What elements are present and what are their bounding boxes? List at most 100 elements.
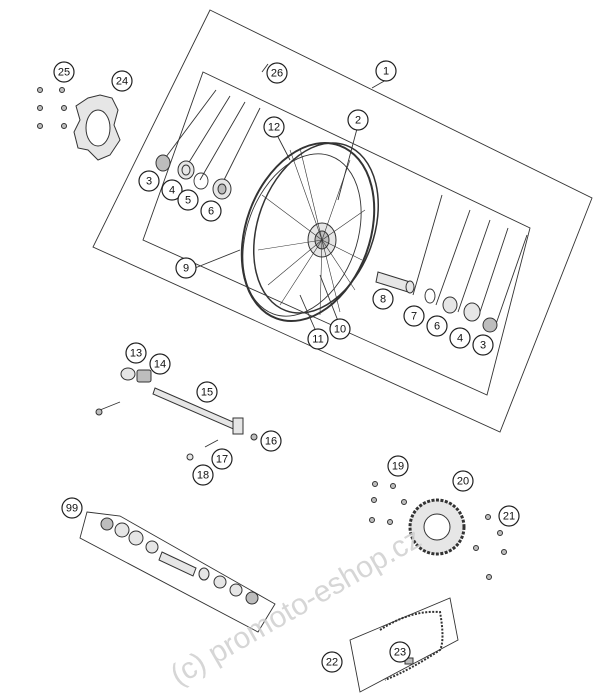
callout-label: 25	[58, 67, 70, 79]
callout-label: 23	[394, 647, 406, 659]
callout-9: 9	[175, 257, 197, 279]
callout-5: 5	[177, 189, 199, 211]
callout-circle	[53, 61, 75, 83]
leader-lines	[159, 63, 528, 337]
callout-22: 22	[321, 651, 343, 673]
callout-circle	[329, 318, 351, 340]
callout-23: 23	[389, 641, 411, 663]
callout-26: 26	[266, 62, 288, 84]
callout-circle	[307, 328, 329, 350]
callout-circle	[211, 448, 233, 470]
callout-circle	[260, 430, 282, 452]
callout-label: 11	[312, 334, 323, 346]
callout-18: 18	[192, 464, 214, 486]
wheel-inner-frame	[142, 71, 531, 396]
callout-label: 26	[271, 68, 283, 80]
callout-label: 7	[411, 311, 417, 323]
callout-24: 24	[111, 70, 133, 92]
callout-circle	[389, 641, 411, 663]
chain-frame	[349, 597, 459, 693]
callout-8: 8	[372, 288, 394, 310]
callout-circle	[403, 305, 425, 327]
callout-12: 12	[263, 116, 285, 138]
callout-label: 3	[146, 176, 152, 188]
right-bearings	[375, 271, 498, 333]
callout-label: 10	[334, 324, 346, 336]
callout-label: 17	[216, 454, 228, 466]
callout-label: 14	[154, 359, 166, 371]
callout-10: 10	[329, 318, 351, 340]
callout-17: 17	[211, 448, 233, 470]
watermark-text: (c) promoto-eshop.cz	[165, 522, 427, 692]
callout-13: 13	[125, 342, 147, 364]
callout-label: 16	[265, 436, 277, 448]
callout-4: 4	[161, 179, 183, 201]
callout-circle	[472, 334, 494, 356]
wheel-assembly-frame	[92, 9, 593, 433]
callout-label: 18	[197, 470, 209, 482]
callout-circle	[263, 116, 285, 138]
callout-label: 20	[457, 476, 469, 488]
callout-circle	[372, 288, 394, 310]
callout-4: 4	[449, 327, 471, 349]
callout-20: 20	[452, 470, 474, 492]
callout-circle	[375, 60, 397, 82]
callout-circle	[347, 109, 369, 131]
bearing-kit-frame	[79, 511, 276, 633]
chain	[379, 610, 444, 681]
callout-label: 15	[201, 387, 213, 399]
callout-1: 1	[375, 60, 397, 82]
callout-label: 8	[380, 294, 386, 306]
callout-11: 11	[307, 328, 329, 350]
callout-label: 9	[183, 263, 189, 275]
disc-screws	[37, 87, 67, 129]
callout-label: 13	[130, 348, 142, 360]
callout-16: 16	[260, 430, 282, 452]
callout-19: 19	[387, 455, 409, 477]
callout-circle	[452, 470, 474, 492]
callout-label: 6	[208, 206, 214, 218]
callout-circle	[498, 505, 520, 527]
callout-circle	[161, 179, 183, 201]
callout-label: 21	[503, 511, 515, 523]
callout-15: 15	[196, 381, 218, 403]
callout-circle	[387, 455, 409, 477]
callout-25: 25	[53, 61, 75, 83]
callout-circle	[196, 381, 218, 403]
callout-6: 6	[200, 200, 222, 222]
callout-circle	[200, 200, 222, 222]
callout-99: 99	[61, 497, 83, 519]
callout-circle	[449, 327, 471, 349]
callout-circle	[177, 189, 199, 211]
callout-3: 3	[138, 170, 160, 192]
callout-label: 12	[268, 122, 280, 134]
callout-label: 4	[457, 333, 463, 345]
callout-label: 99	[66, 503, 78, 515]
callout-circle	[111, 70, 133, 92]
callout-label: 22	[326, 657, 338, 669]
spoked-wheel	[240, 141, 380, 323]
callout-7: 7	[403, 305, 425, 327]
axle-parts	[95, 367, 258, 461]
callout-circle	[321, 651, 343, 673]
callout-21: 21	[498, 505, 520, 527]
callout-label: 4	[169, 185, 175, 197]
callout-circle	[149, 353, 171, 375]
callout-label: 5	[185, 195, 191, 207]
callout-label: 24	[116, 76, 128, 88]
callout-circle	[125, 342, 147, 364]
callout-circle	[138, 170, 160, 192]
callout-circle	[175, 257, 197, 279]
sprocket	[369, 481, 507, 580]
callout-label: 19	[392, 461, 404, 473]
callout-circle	[426, 315, 448, 337]
callout-label: 1	[383, 66, 389, 78]
callout-label: 2	[355, 115, 361, 127]
callouts: 1233445667891011121314151617181920212223…	[53, 60, 520, 673]
callout-2: 2	[347, 109, 369, 131]
callout-label: 6	[434, 321, 440, 333]
callout-circle	[61, 497, 83, 519]
callout-label: 3	[480, 340, 486, 352]
callout-circle	[192, 464, 214, 486]
